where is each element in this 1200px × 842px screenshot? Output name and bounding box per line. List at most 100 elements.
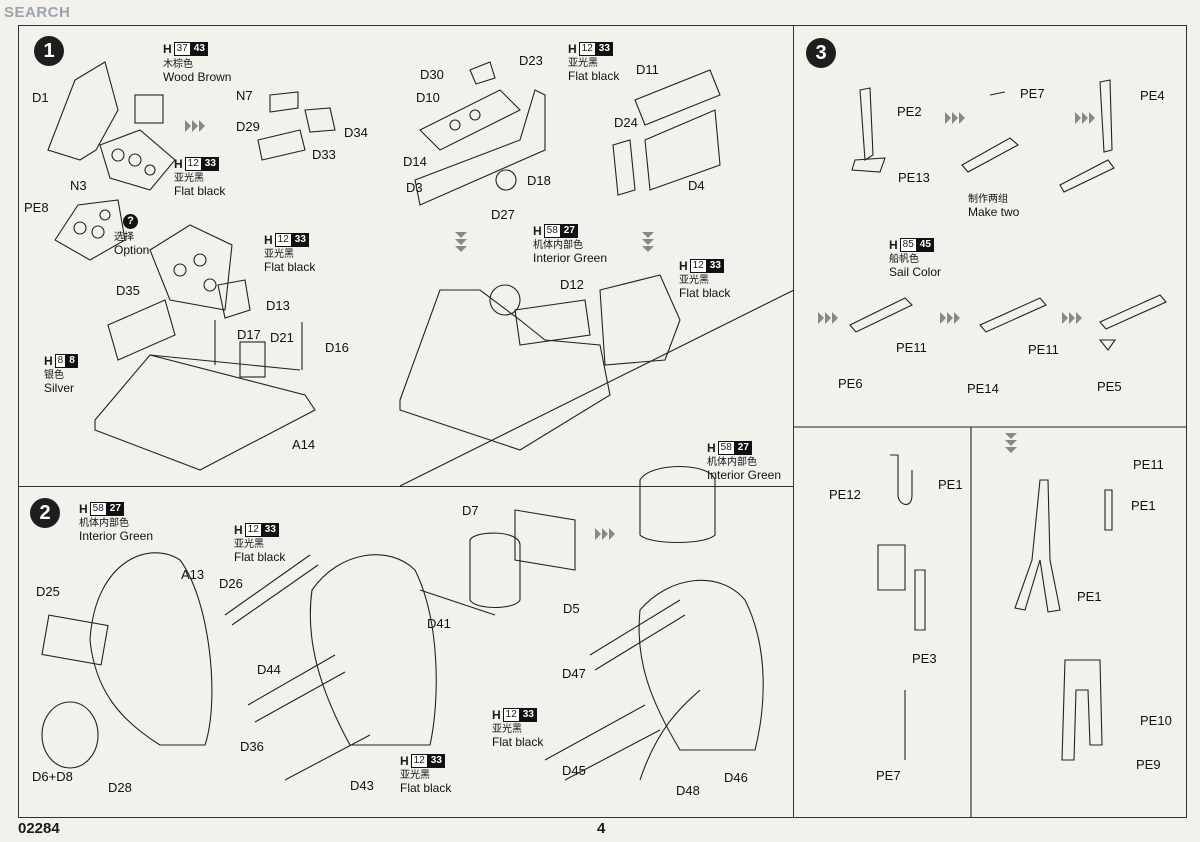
part-label-D36: D36 bbox=[240, 739, 264, 754]
bulkhead-drawing bbox=[41, 465, 764, 781]
part-label-N7: N7 bbox=[236, 88, 253, 103]
option-icon: ? bbox=[123, 214, 138, 229]
part-label-D24: D24 bbox=[614, 115, 638, 130]
part-label-D16: D16 bbox=[325, 340, 349, 355]
instrument-panel-drawing bbox=[47, 61, 336, 471]
part-label-D41: D41 bbox=[427, 616, 451, 631]
part-label-PE11-c: PE11 bbox=[1133, 457, 1164, 472]
step-1-marker: 1 bbox=[34, 36, 64, 66]
part-label-PE7-top: PE7 bbox=[1020, 86, 1045, 101]
part-label-PE10: PE10 bbox=[1140, 713, 1172, 728]
part-label-PE1-a: PE1 bbox=[938, 477, 963, 492]
part-label-D1: D1 bbox=[32, 90, 49, 105]
step1-diagonal-divider bbox=[399, 289, 795, 487]
part-label-D45: D45 bbox=[562, 763, 586, 778]
part-label-A13: A13 bbox=[181, 567, 205, 582]
part-label-PE1-c: PE1 bbox=[1077, 589, 1102, 604]
part-label-D11: D11 bbox=[636, 62, 659, 77]
photoetch-parts-drawing bbox=[849, 79, 1167, 761]
part-label-D33: D33 bbox=[312, 147, 336, 162]
part-label-PE14: PE14 bbox=[967, 381, 999, 396]
watermark: SEARCH bbox=[4, 4, 71, 21]
part-label-D23: D23 bbox=[519, 53, 543, 68]
catalog-number: 02284 bbox=[18, 820, 60, 837]
part-label-D27: D27 bbox=[491, 207, 515, 222]
part-label-PE3: PE3 bbox=[912, 651, 937, 666]
part-label-PE6: PE6 bbox=[838, 376, 863, 391]
page-number: 4 bbox=[597, 820, 606, 837]
part-label-D18: D18 bbox=[527, 173, 551, 188]
part-label-PE11-a: PE11 bbox=[896, 340, 927, 355]
part-label-D21: D21 bbox=[270, 330, 294, 345]
part-label-D17: D17 bbox=[237, 327, 261, 342]
part-label-D7: D7 bbox=[462, 503, 479, 518]
part-label-D26: D26 bbox=[219, 576, 243, 591]
part-label-PE2: PE2 bbox=[897, 104, 922, 119]
part-label-D29: D29 bbox=[236, 119, 260, 134]
part-label-D28: D28 bbox=[108, 780, 132, 795]
step3-frame bbox=[793, 25, 1187, 818]
part-label-A14: A14 bbox=[292, 437, 316, 452]
part-label-D35: D35 bbox=[116, 283, 140, 298]
part-label-D46: D46 bbox=[724, 770, 748, 785]
part-label-D6D8: D6+D8 bbox=[32, 769, 73, 784]
part-label-PE12: PE12 bbox=[829, 487, 861, 502]
part-label-D44: D44 bbox=[257, 662, 281, 677]
part-label-D13: D13 bbox=[266, 298, 290, 313]
step-2-marker: 2 bbox=[30, 498, 60, 528]
part-label-D48: D48 bbox=[676, 783, 700, 798]
part-label-PE8: PE8 bbox=[24, 200, 49, 215]
part-label-D4: D4 bbox=[688, 178, 705, 193]
part-label-D14: D14 bbox=[403, 154, 427, 169]
part-label-D47: D47 bbox=[562, 666, 586, 681]
step-3-marker: 3 bbox=[806, 38, 836, 68]
part-label-D12: D12 bbox=[560, 277, 584, 292]
part-label-PE5: PE5 bbox=[1097, 379, 1122, 394]
part-label-D3: D3 bbox=[406, 180, 423, 195]
part-label-D5: D5 bbox=[563, 601, 580, 616]
part-label-PE4: PE4 bbox=[1140, 88, 1165, 103]
part-label-PE1-b: PE1 bbox=[1131, 498, 1156, 513]
part-label-D30: D30 bbox=[420, 67, 444, 82]
part-label-PE13: PE13 bbox=[898, 170, 930, 185]
cockpit-tub-drawing bbox=[399, 61, 721, 451]
flow-arrows bbox=[185, 112, 1095, 540]
part-label-N3: N3 bbox=[70, 178, 87, 193]
part-label-D25: D25 bbox=[36, 584, 60, 599]
part-label-PE7-bottom: PE7 bbox=[876, 768, 901, 783]
part-label-D34: D34 bbox=[344, 125, 368, 140]
part-label-D10: D10 bbox=[416, 90, 440, 105]
part-label-D43: D43 bbox=[350, 778, 374, 793]
part-label-PE9: PE9 bbox=[1136, 757, 1161, 772]
